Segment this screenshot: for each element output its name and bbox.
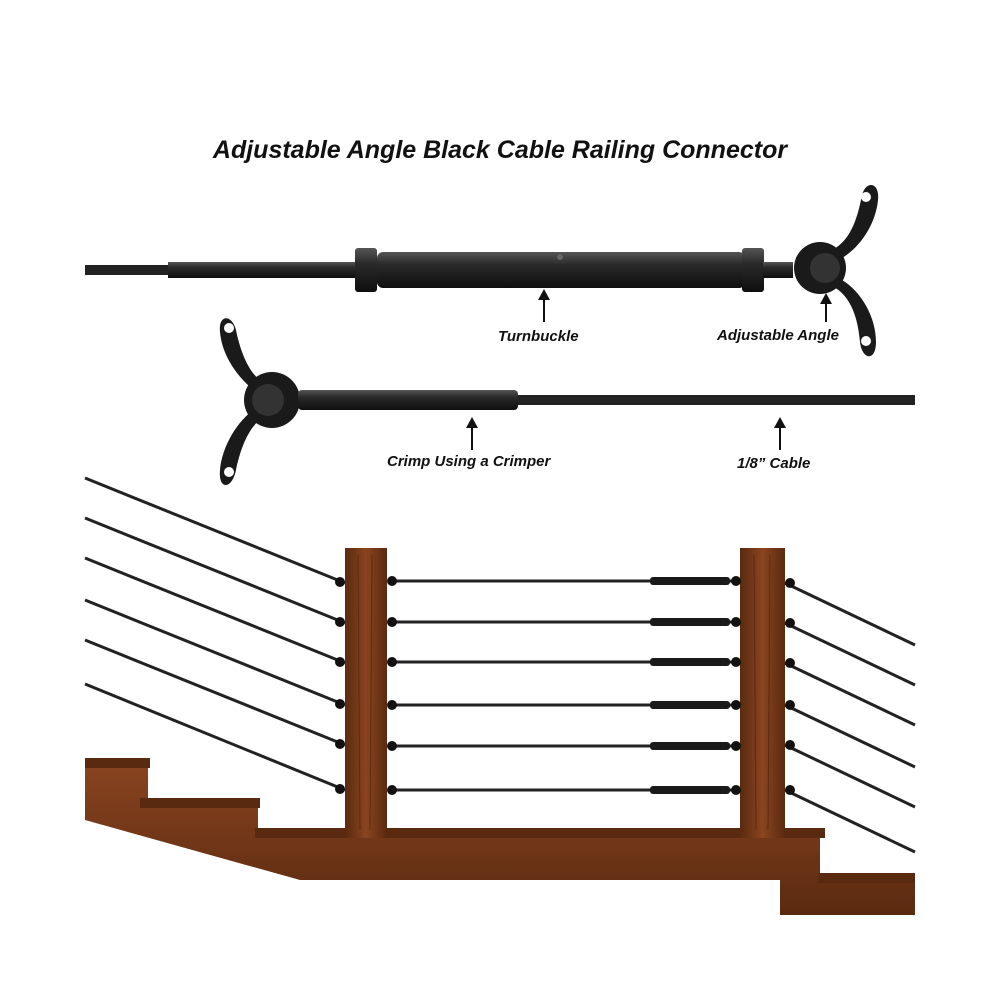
turnbuckle-assembly	[85, 184, 879, 357]
mounting-ear	[832, 184, 879, 258]
stair-tread	[255, 828, 825, 838]
turnbuckle-body	[377, 252, 745, 288]
stair-tread	[85, 758, 150, 768]
crimp-label: Crimp Using a Crimper	[387, 453, 551, 470]
stair-tread	[140, 798, 260, 808]
turnbuckle-label: Turnbuckle	[498, 328, 579, 345]
wood-post	[740, 548, 785, 838]
stair-tread	[818, 873, 915, 883]
label-arrow	[466, 417, 786, 450]
product-title: Adjustable Angle Black Cable Railing Con…	[212, 136, 788, 164]
mounting-ear	[219, 318, 262, 392]
mounting-ear	[219, 408, 262, 485]
threaded-stud	[168, 262, 358, 278]
adjustable-angle-label: Adjustable Angle	[717, 327, 839, 344]
crimp-sleeve	[298, 390, 518, 410]
hex-nut	[355, 248, 377, 292]
mounting-ear	[832, 280, 876, 357]
wood-post	[345, 548, 387, 838]
cable-label: 1/8” Cable	[737, 455, 811, 472]
crimp-assembly	[219, 318, 915, 485]
hex-nut	[742, 248, 764, 292]
label-arrow	[538, 289, 832, 322]
stair-railing-scene	[84, 476, 916, 915]
